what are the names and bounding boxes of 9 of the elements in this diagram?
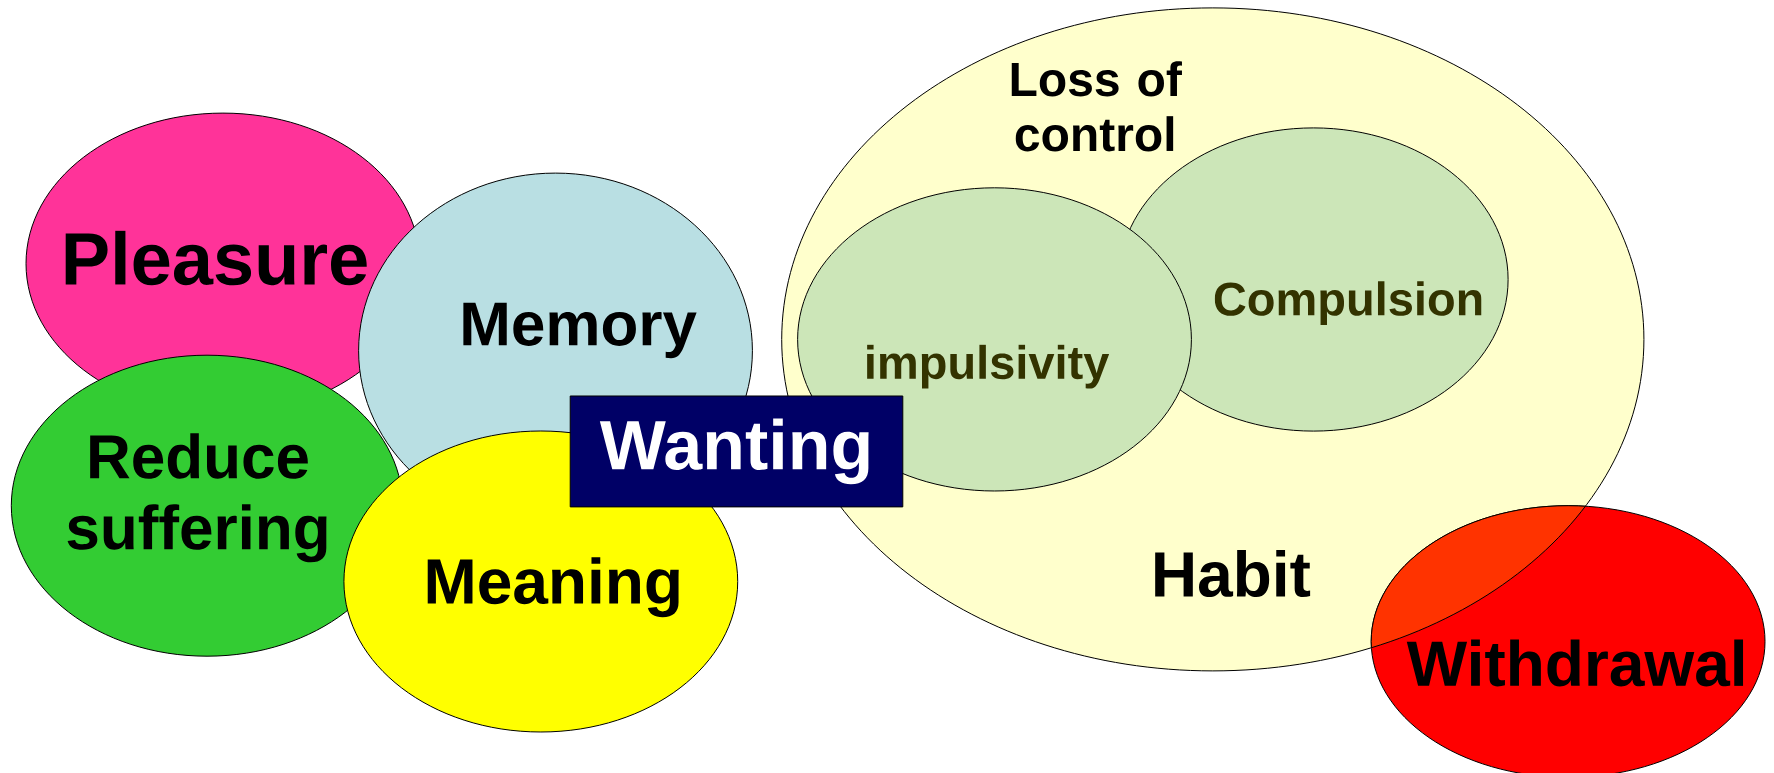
node-label: Habit <box>1155 550 1311 598</box>
node-label: Memory <box>463 302 697 359</box>
node-label: Loss of control <box>1011 61 1182 152</box>
node-label: impulsivity <box>867 344 1110 389</box>
node-label: Wanting <box>599 418 869 485</box>
node-label: Pleasure <box>65 230 367 286</box>
node-label: Reduce suffering <box>67 433 327 563</box>
node-label: Meaning <box>427 557 679 618</box>
node-label: Compulsion <box>1214 281 1482 326</box>
